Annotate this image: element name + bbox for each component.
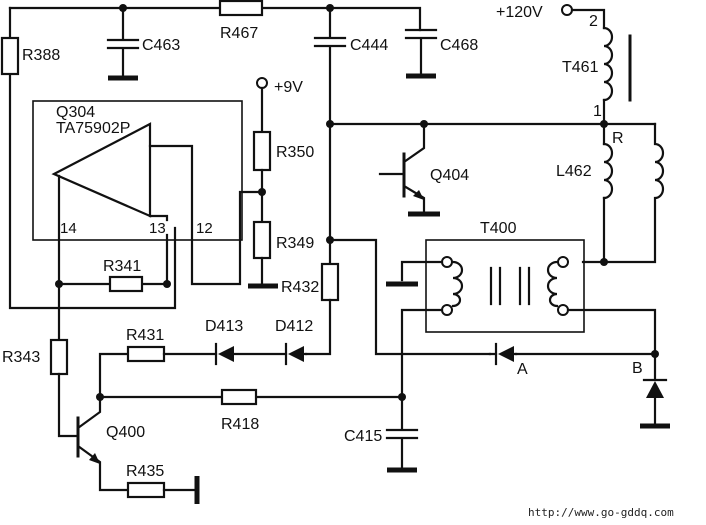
resistor-r418: R418 bbox=[98, 388, 406, 433]
right-bus-330 bbox=[326, 122, 659, 358]
label-r341: R341 bbox=[103, 258, 141, 275]
resistor-chain-9v: +9V R350 R349 bbox=[248, 77, 314, 289]
diode-d412: D412 bbox=[275, 318, 313, 366]
capacitor-c463: C463 bbox=[106, 6, 180, 81]
capacitor-c468: C468 bbox=[404, 28, 478, 79]
label-r388: R388 bbox=[22, 47, 60, 64]
label-b-node: B bbox=[632, 360, 643, 377]
label-ta75902p: TA75902P bbox=[56, 120, 130, 137]
label-q404: Q404 bbox=[430, 167, 469, 184]
label-r-node: R bbox=[612, 130, 624, 147]
label-v120: +120V bbox=[496, 4, 543, 21]
transistor-q404: Q404 bbox=[378, 122, 469, 217]
ic-q304: Q304 TA75902P 14 13 12 bbox=[32, 100, 264, 344]
resistor-r341: R341 bbox=[55, 258, 171, 293]
top-rail bbox=[8, 6, 422, 310]
label-pin12: 12 bbox=[196, 220, 213, 237]
mid-bus bbox=[326, 120, 657, 128]
label-q304: Q304 bbox=[56, 104, 95, 121]
label-c415: C415 bbox=[344, 428, 382, 445]
label-d412: D412 bbox=[275, 318, 313, 335]
watermark-url: http://www.go-gddq.com bbox=[528, 506, 674, 519]
resistor-r343: R343 bbox=[2, 338, 80, 438]
capacitor-c415: C415 bbox=[344, 395, 419, 473]
diode-b: B bbox=[632, 352, 670, 429]
label-r343: R343 bbox=[2, 349, 40, 366]
label-c468: C468 bbox=[440, 37, 478, 54]
diode-a: A bbox=[488, 342, 528, 378]
label-c463: C463 bbox=[142, 37, 180, 54]
label-r435: R435 bbox=[126, 463, 164, 480]
label-q400: Q400 bbox=[106, 424, 145, 441]
resistor-r432: R432 bbox=[281, 262, 340, 356]
transistor-q400: Q400 bbox=[76, 352, 145, 492]
label-pin1: 1 bbox=[593, 103, 602, 120]
label-r467: R467 bbox=[220, 25, 258, 42]
label-pin13: 13 bbox=[149, 220, 166, 237]
label-l462: L462 bbox=[556, 163, 592, 180]
resistor-r467: R467 bbox=[218, 0, 264, 42]
label-r349: R349 bbox=[276, 235, 314, 252]
inductor-l462: R L462 bbox=[556, 122, 665, 266]
label-pin14: 14 bbox=[60, 220, 77, 237]
transformer-t400: T400 bbox=[386, 220, 657, 398]
resistor-r435: R435 bbox=[126, 463, 200, 504]
diode-d413: D413 bbox=[205, 318, 288, 366]
label-c444: C444 bbox=[350, 37, 388, 54]
label-a-node: A bbox=[517, 361, 528, 378]
label-r350: R350 bbox=[276, 144, 314, 161]
label-pin2: 2 bbox=[589, 13, 598, 30]
resistor-r431: R431 bbox=[126, 327, 218, 363]
t461-transformer: +120V 2 1 T461 bbox=[496, 4, 632, 126]
label-t400: T400 bbox=[480, 220, 517, 237]
label-r431: R431 bbox=[126, 327, 164, 344]
label-r418: R418 bbox=[221, 416, 259, 433]
label-t461: T461 bbox=[562, 59, 599, 76]
capacitor-c444: C444 bbox=[313, 6, 388, 126]
label-d413: D413 bbox=[205, 318, 243, 335]
label-v9: +9V bbox=[274, 79, 303, 96]
label-r432: R432 bbox=[281, 279, 319, 296]
resistor-r388: R388 bbox=[0, 36, 60, 76]
